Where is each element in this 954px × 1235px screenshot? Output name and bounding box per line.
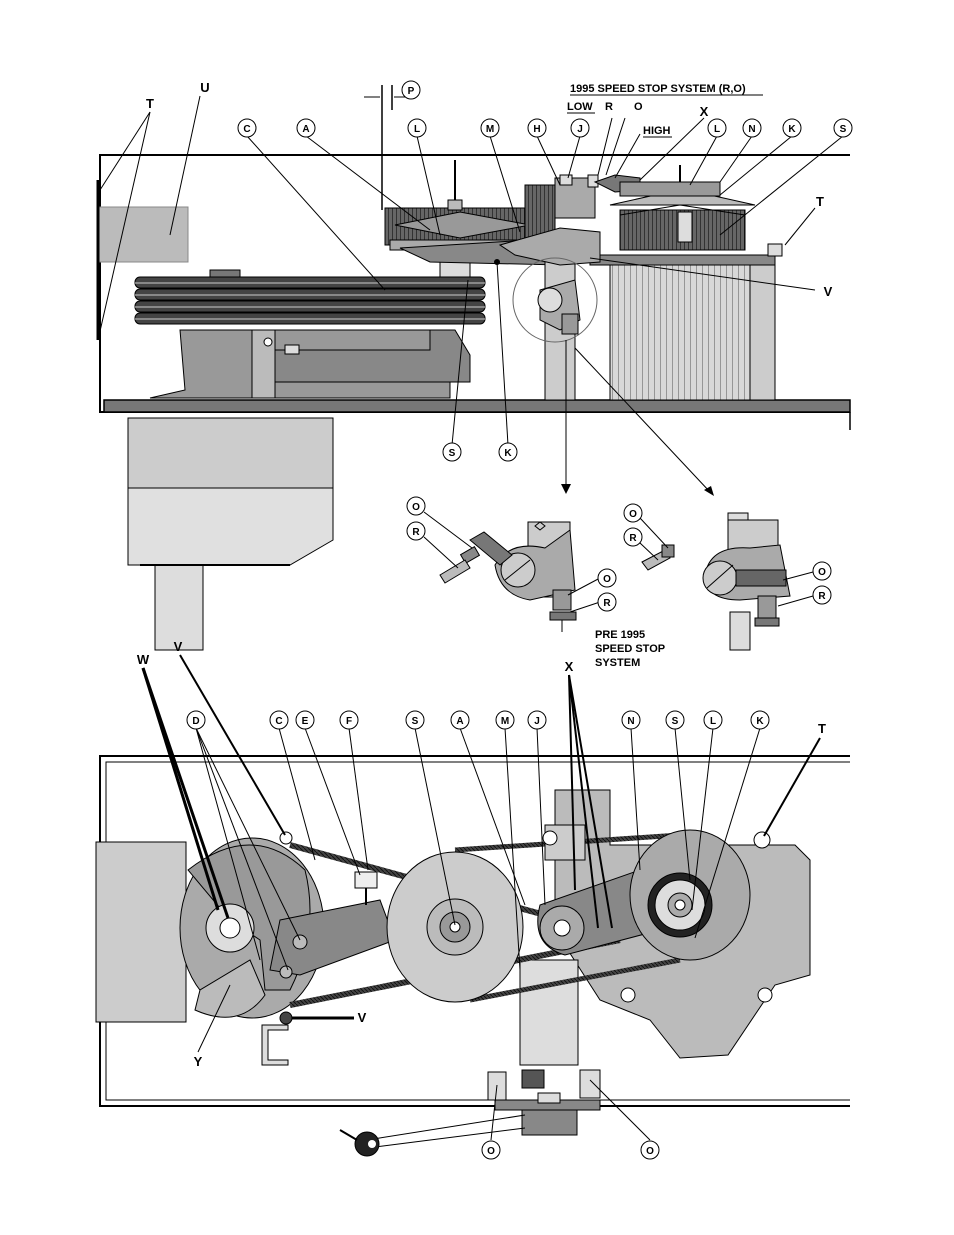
plan-label-n: N [627, 716, 634, 727]
label-l-2: L [714, 124, 720, 135]
label-t-2: T [816, 194, 824, 209]
pre1995-note-line3: SYSTEM [595, 657, 640, 669]
label-low: LOW [567, 101, 593, 113]
detail-right-r1: R [629, 533, 637, 544]
label-x: X [700, 104, 709, 119]
plan-view: W V X T V Y D C E F S A M J N S [96, 639, 850, 1159]
vertical-post-plan [520, 960, 578, 1065]
adjuster-block [355, 872, 377, 888]
label-r: R [605, 101, 613, 113]
column-plate [590, 255, 775, 265]
label-high: HIGH [643, 125, 671, 137]
label-o: O [634, 101, 643, 113]
multi-groove-pulley [135, 270, 485, 324]
label-p: P [408, 86, 415, 97]
label-k-bottom: K [504, 448, 512, 459]
detail-left-o1: O [412, 502, 420, 513]
motor-block-plan [96, 842, 186, 1022]
detail-right-o2: O [818, 567, 826, 578]
plan-label-w: W [137, 652, 150, 667]
bracket-clip [262, 1025, 288, 1065]
cooling-fins [610, 262, 750, 400]
label-k: K [788, 124, 796, 135]
plan-label-s-2: S [672, 716, 679, 727]
plan-label-o2: O [646, 1146, 654, 1157]
plan-label-c: C [275, 716, 282, 727]
plan-label-s: S [412, 716, 419, 727]
label-a: A [302, 124, 309, 135]
detail-view-right: O R O R [624, 504, 831, 650]
label-j: J [577, 124, 583, 135]
detail-view-left: O R O R [407, 497, 616, 632]
plan-label-t: T [818, 721, 826, 736]
stop-block-plan [522, 1110, 577, 1135]
detail-left-o2: O [603, 574, 611, 585]
plan-label-o1: O [487, 1146, 495, 1157]
label-h: H [533, 124, 540, 135]
variable-pulley-left [385, 160, 540, 250]
motor-body [128, 418, 333, 488]
stop-system-title: 1995 SPEED STOP SYSTEM (R,O) [570, 83, 746, 95]
pre1995-note-line1: PRE 1995 [595, 629, 645, 641]
label-n: N [748, 124, 755, 135]
motor-shaft [155, 565, 203, 650]
label-t: T [146, 96, 154, 111]
plan-label-a: A [456, 716, 463, 727]
plan-label-x: X [565, 659, 574, 674]
label-u: U [200, 80, 209, 95]
detail-right-r2: R [818, 591, 826, 602]
plan-label-e: E [302, 716, 309, 727]
plan-label-l: L [710, 716, 716, 727]
base-plate [104, 400, 850, 412]
plan-label-k: K [756, 716, 764, 727]
label-c: C [243, 124, 250, 135]
label-s: S [840, 124, 847, 135]
plan-label-d: D [192, 716, 199, 727]
plan-label-v-2: V [358, 1010, 367, 1025]
small-nut [285, 345, 299, 354]
label-v: V [824, 284, 833, 299]
bolt-t [768, 244, 782, 256]
label-s-bottom: S [449, 448, 456, 459]
label-m: M [486, 124, 494, 135]
plan-label-y: Y [194, 1054, 203, 1069]
plan-label-m: M [501, 716, 509, 727]
detail-right-o1: O [629, 509, 637, 520]
label-l: L [414, 124, 420, 135]
detail-left-r1: R [412, 527, 420, 538]
motor-end-cap [128, 488, 333, 565]
detail-left-r2: R [603, 598, 611, 609]
pre1995-note-line2: SPEED STOP [595, 643, 665, 655]
plan-label-j: J [534, 716, 540, 727]
plan-label-f: F [346, 716, 352, 727]
pivot-bolt [264, 338, 272, 346]
plan-label-v: V [174, 639, 183, 654]
